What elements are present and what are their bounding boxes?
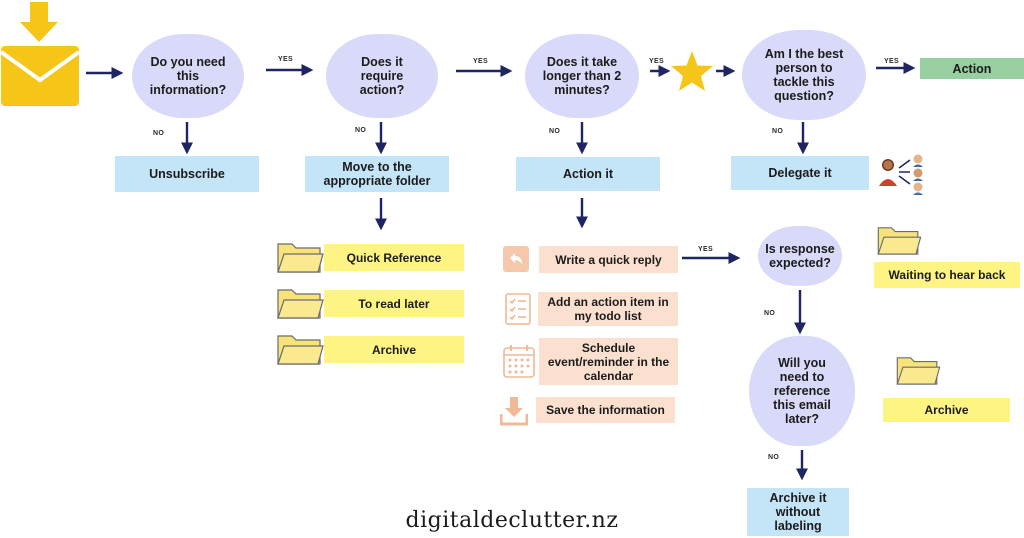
- decision-reference-later-text: Will you need to reference this email la…: [773, 356, 831, 426]
- label-no: NO: [355, 127, 367, 134]
- action-move-folder: Move to the appropriate folder: [305, 156, 449, 192]
- decision-longer-2min: Does it take longer than 2 minutes?: [525, 34, 639, 118]
- decision-best-person: Am I the best person to tackle this ques…: [742, 30, 866, 120]
- action-action-it-text: Action it: [563, 167, 613, 181]
- delegate-people-icon: [878, 152, 928, 196]
- reply-icon: [503, 246, 529, 272]
- label-yes: YES: [473, 58, 488, 65]
- envelope-download-icon: [0, 0, 82, 110]
- folder-icon: [876, 224, 922, 256]
- action-action-it: Action it: [516, 157, 660, 191]
- task-save-info-text: Save the information: [546, 403, 665, 417]
- task-quick-reply: Write a quick reply: [539, 246, 678, 273]
- folder-archive-right-text: Archive: [924, 403, 969, 417]
- decision-best-person-text: Am I the best person to tackle this ques…: [764, 47, 844, 103]
- folder-read-later-text: To read later: [358, 296, 430, 311]
- label-yes: YES: [698, 246, 713, 253]
- folder-archive-right: Archive: [883, 398, 1010, 422]
- decision-response-expected-text: Is response expected?: [765, 242, 835, 270]
- decision-longer-2min-text: Does it take longer than 2 minutes?: [542, 55, 622, 97]
- folder-read-later: To read later: [324, 290, 464, 317]
- label-no: NO: [764, 310, 776, 317]
- action-final: Action: [920, 58, 1024, 79]
- action-unsubscribe: Unsubscribe: [115, 156, 259, 192]
- save-download-icon: [499, 396, 529, 426]
- action-move-folder-text: Move to the appropriate folder: [323, 160, 431, 188]
- folder-archive-text: Archive: [371, 342, 417, 357]
- label-yes: YES: [884, 58, 899, 65]
- action-unsubscribe-text: Unsubscribe: [149, 167, 225, 181]
- task-action-item: Add an action item in my todo list: [538, 292, 678, 326]
- action-archive-no-label-text: Archive it without labeling: [769, 491, 827, 533]
- folder-icon: [276, 240, 324, 274]
- label-no: NO: [768, 454, 780, 461]
- action-archive-no-label: Archive it without labeling: [747, 488, 849, 536]
- decision-need-info: Do you need this information?: [132, 34, 244, 118]
- label-yes: YES: [649, 58, 664, 65]
- task-schedule-text: Schedule event/reminder in the calendar: [547, 340, 670, 383]
- decision-require-action: Does it require action?: [326, 34, 438, 118]
- decision-require-action-text: Does it require action?: [359, 55, 405, 97]
- folder-quick-reference-text: Quick Reference: [346, 250, 442, 265]
- folder-waiting: Waiting to hear back: [874, 262, 1020, 288]
- footer-site-name: digitaldeclutter.nz: [405, 508, 619, 533]
- label-no: NO: [153, 130, 165, 137]
- label-yes: YES: [278, 56, 293, 63]
- decision-need-info-text: Do you need this information?: [149, 55, 227, 97]
- folder-icon: [276, 286, 324, 320]
- task-schedule: Schedule event/reminder in the calendar: [539, 338, 678, 385]
- star-icon: [670, 50, 714, 92]
- action-delegate: Delegate it: [731, 156, 869, 190]
- calendar-icon: [502, 343, 536, 379]
- folder-waiting-text: Waiting to hear back: [888, 268, 1006, 282]
- task-save-info: Save the information: [536, 397, 675, 423]
- folder-quick-reference: Quick Reference: [324, 244, 464, 271]
- action-final-text: Action: [952, 61, 992, 76]
- folder-archive: Archive: [324, 336, 464, 363]
- checklist-icon: [504, 293, 532, 325]
- label-no: NO: [772, 128, 784, 135]
- decision-reference-later: Will you need to reference this email la…: [749, 336, 855, 446]
- decision-response-expected: Is response expected?: [758, 226, 842, 286]
- task-quick-reply-text: Write a quick reply: [555, 252, 662, 267]
- folder-icon: [895, 354, 941, 386]
- folder-icon: [276, 332, 324, 366]
- action-delegate-text: Delegate it: [768, 166, 832, 180]
- task-action-item-text: Add an action item in my todo list: [547, 295, 669, 323]
- label-no: NO: [549, 128, 561, 135]
